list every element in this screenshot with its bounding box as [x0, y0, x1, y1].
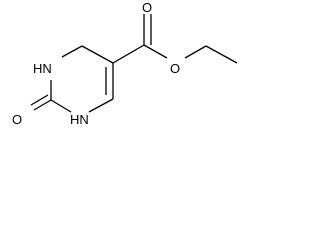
bond-n1-c6: [61, 45, 83, 58]
bond-c6-c5: [81, 45, 114, 64]
label-o-ring-carbonyl: O: [12, 112, 22, 127]
bond-n3-c2: [50, 99, 72, 113]
label-o-ester: O: [170, 61, 180, 76]
chemical-structure: HN HN O O O: [0, 0, 254, 148]
bond-c5-ccarboxyl: [112, 44, 145, 64]
bond-c2-o-a: [33, 99, 52, 111]
bond-c-oester: [143, 44, 168, 59]
bond-c2-o-b: [30, 94, 49, 106]
label-nh-bottom: HN: [70, 112, 89, 127]
structure-svg: HN HN O O O: [12, 0, 238, 127]
bond-c4-n3: [88, 98, 114, 113]
bond-oester-ch2: [184, 45, 207, 59]
bond-ch2-ch3: [205, 45, 238, 64]
label-o-ester-carbonyl: O: [142, 0, 152, 15]
label-nh-top: HN: [33, 61, 52, 76]
